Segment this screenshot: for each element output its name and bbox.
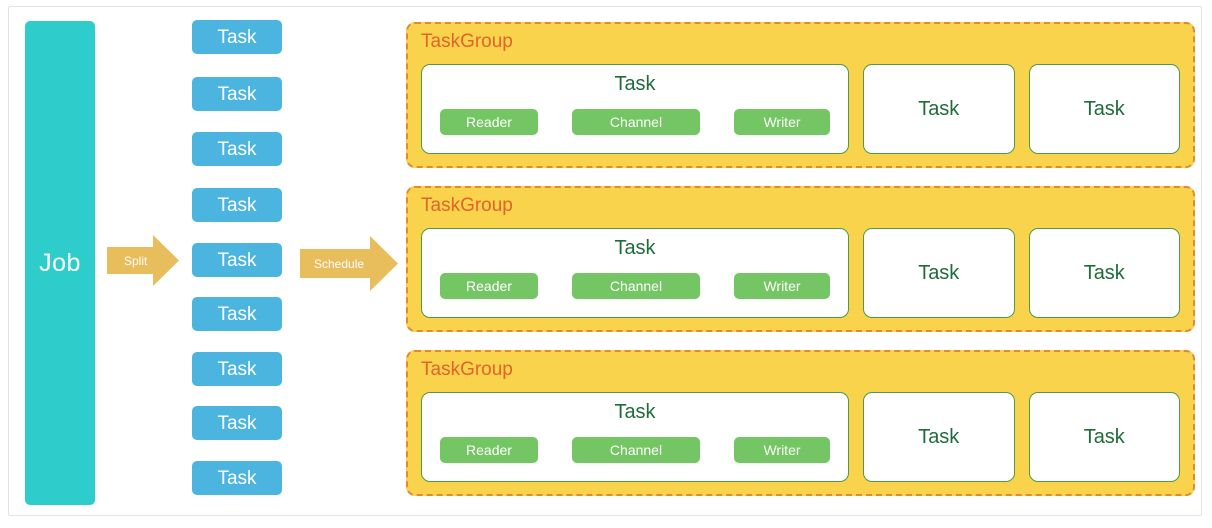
queue-task-4: Task [192,188,282,222]
queue-task-label: Task [217,358,257,380]
stage-channel: Channel [572,273,700,299]
stage-writer: Writer [734,437,830,463]
job-label: Job [39,248,81,277]
queue-task-label: Task [217,83,257,105]
stage-channel: Channel [572,109,700,135]
task-card: Task [863,228,1015,318]
task-card: Task [1028,392,1180,482]
queue-task-8: Task [192,406,282,440]
stage-row: Reader Channel Writer [440,437,830,463]
queue-task-label: Task [217,194,257,216]
queue-task-6: Task [192,297,282,331]
task-group-row: Task Reader Channel Writer Task Task [421,392,1180,482]
stage-writer: Writer [734,273,830,299]
task-card-label: Task [918,98,960,120]
arrow-right-icon [107,235,179,286]
schedule-arrow: Schedule [300,236,398,291]
task-card: Task [863,64,1015,154]
detailed-task-card: Task Reader Channel Writer [421,392,849,482]
task-card: Task [863,392,1015,482]
arrow-right-icon [300,236,398,291]
detailed-task-label: Task [614,237,656,259]
stage-row: Reader Channel Writer [440,109,830,135]
stage-channel: Channel [572,437,700,463]
task-group-1: TaskGroup Task Reader Channel Writer Tas… [406,22,1195,168]
detailed-task-label: Task [614,401,656,423]
detailed-task-card: Task Reader Channel Writer [421,228,849,318]
stage-reader: Reader [440,273,538,299]
task-group-2: TaskGroup Task Reader Channel Writer Tas… [406,186,1195,332]
split-arrow-label: Split [124,253,148,268]
task-group-title: TaskGroup [421,195,513,216]
task-card-label: Task [918,426,960,448]
queue-task-5: Task [192,243,282,277]
queue-task-9: Task [192,461,282,495]
task-group-title: TaskGroup [421,31,513,52]
schedule-arrow-label: Schedule [314,256,365,271]
task-group-3: TaskGroup Task Reader Channel Writer Tas… [406,350,1195,496]
stage-writer: Writer [734,109,830,135]
queue-task-label: Task [217,467,257,489]
stage-reader: Reader [440,437,538,463]
queue-task-label: Task [217,412,257,434]
split-arrow: Split [107,235,179,286]
task-group-title: TaskGroup [421,359,513,380]
detailed-task-label: Task [614,73,656,95]
task-group-row: Task Reader Channel Writer Task Task [421,64,1180,154]
task-card: Task [1028,64,1180,154]
job-block: Job [25,21,95,505]
queue-task-1: Task [192,20,282,54]
queue-task-label: Task [217,303,257,325]
task-card-label: Task [1083,262,1125,284]
queue-task-3: Task [192,132,282,166]
queue-task-label: Task [217,26,257,48]
queue-task-2: Task [192,77,282,111]
task-card-label: Task [1083,426,1125,448]
queue-task-7: Task [192,352,282,386]
detailed-task-card: Task Reader Channel Writer [421,64,849,154]
task-card: Task [1028,228,1180,318]
task-group-row: Task Reader Channel Writer Task Task [421,228,1180,318]
task-card-label: Task [918,262,960,284]
stage-reader: Reader [440,109,538,135]
stage-row: Reader Channel Writer [440,273,830,299]
queue-task-label: Task [217,138,257,160]
canvas-border [8,6,1202,516]
queue-task-label: Task [217,249,257,271]
task-card-label: Task [1083,98,1125,120]
